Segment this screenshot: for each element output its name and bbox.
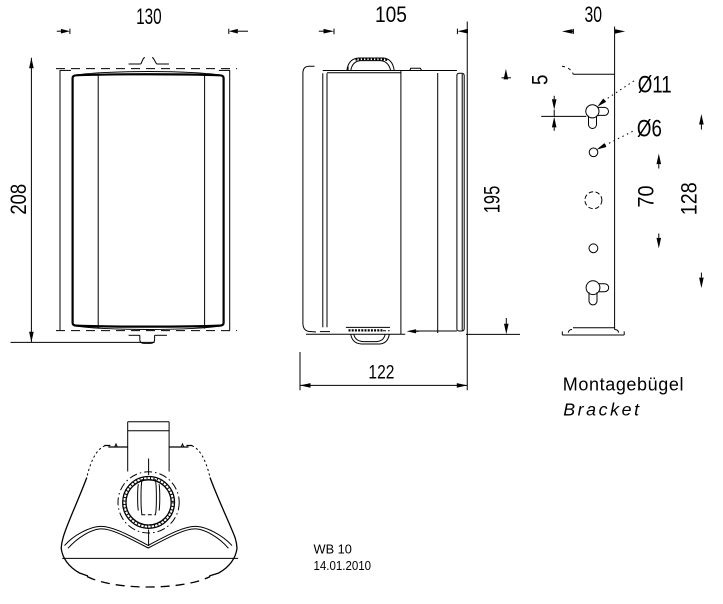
svg-text:Ø11: Ø11 bbox=[638, 71, 672, 98]
svg-text:70: 70 bbox=[635, 185, 659, 207]
svg-text:Ø6: Ø6 bbox=[637, 115, 662, 142]
svg-text:122: 122 bbox=[368, 361, 394, 383]
svg-text:128: 128 bbox=[677, 182, 701, 215]
svg-text:Bracket: Bracket bbox=[563, 400, 641, 420]
svg-text:5: 5 bbox=[528, 75, 553, 85]
svg-text:14.01.2010: 14.01.2010 bbox=[314, 558, 372, 573]
svg-text:130: 130 bbox=[136, 5, 162, 30]
svg-text:30: 30 bbox=[584, 2, 602, 27]
svg-text:105: 105 bbox=[375, 3, 407, 28]
svg-text:208: 208 bbox=[6, 184, 31, 215]
svg-text:WB 10: WB 10 bbox=[314, 542, 352, 557]
svg-text:Montagebügel: Montagebügel bbox=[563, 375, 684, 395]
svg-text:195: 195 bbox=[480, 186, 505, 213]
